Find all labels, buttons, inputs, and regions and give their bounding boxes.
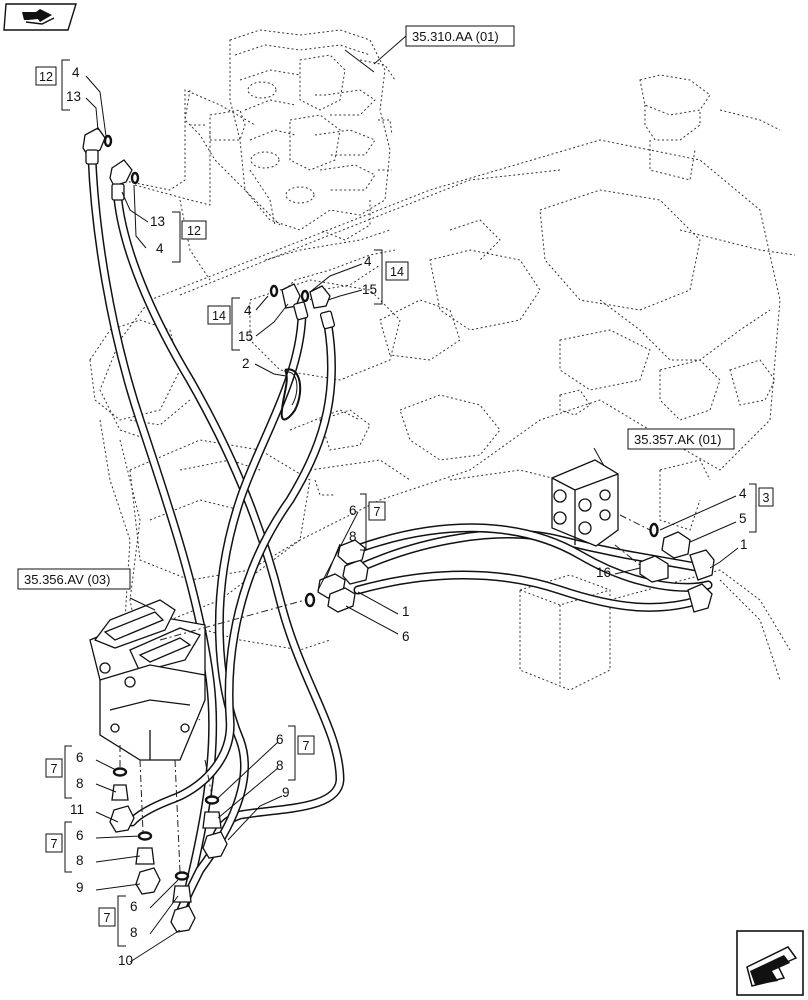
- group-label: 14: [390, 265, 404, 279]
- hose-strap: [280, 368, 302, 421]
- hose-assemblies: [87, 153, 713, 925]
- callout-2: 2: [242, 356, 250, 371]
- callout-numbers: 4 13 13 4 4 15 4 15 2 6 8 1 6 4 5 1 16 6…: [66, 65, 748, 968]
- callout-9: 9: [76, 880, 84, 895]
- callout-4: 4: [739, 486, 747, 501]
- manifold-reference[interactable]: 35.357.AK (01): [634, 432, 721, 447]
- fittings-top-left: [82, 127, 140, 201]
- callout-5: 5: [739, 511, 747, 526]
- callout-10: 10: [118, 953, 133, 968]
- fittings-group-14: [269, 283, 336, 330]
- group-label: 3: [763, 491, 770, 505]
- callout-8: 8: [76, 853, 84, 868]
- pilot-valve-reference[interactable]: 35.356.AV (03): [24, 572, 110, 587]
- group-brackets: 12 12 14 14 7 3 7 7 7 7: [35, 59, 774, 947]
- callout-6: 6: [402, 629, 410, 644]
- callout-6: 6: [130, 899, 138, 914]
- group-label: 14: [212, 309, 226, 323]
- control-valve-ghost: [190, 29, 396, 241]
- leader-lines: [85, 49, 739, 963]
- callout-1: 1: [740, 537, 748, 552]
- callout-9: 9: [282, 785, 290, 800]
- callout-13: 13: [66, 89, 81, 104]
- fittings-center: [304, 539, 369, 613]
- callout-8: 8: [130, 925, 138, 940]
- callout-6: 6: [76, 828, 84, 843]
- group-label: 7: [51, 762, 58, 776]
- callout-4: 4: [244, 303, 252, 318]
- group-label: 7: [303, 739, 310, 753]
- callout-15: 15: [362, 282, 377, 297]
- callout-4: 4: [156, 241, 164, 256]
- folder-arrow-icon[interactable]: [3, 3, 77, 31]
- group-label: 7: [51, 837, 58, 851]
- callout-16: 16: [596, 565, 611, 580]
- group-label: 12: [187, 224, 201, 238]
- callout-8: 8: [349, 529, 357, 544]
- callout-4: 4: [72, 65, 80, 80]
- group-label: 12: [39, 70, 53, 84]
- callout-6: 6: [76, 750, 84, 765]
- callout-1: 1: [402, 604, 410, 619]
- callout-11: 11: [70, 802, 84, 817]
- callout-15: 15: [238, 329, 253, 344]
- callout-6: 6: [349, 503, 357, 518]
- control-valve-reference[interactable]: 35.310.AA (01): [412, 29, 499, 44]
- callout-8: 8: [276, 758, 284, 773]
- fittings-lower-left: [109, 599, 306, 933]
- next-page-arrow-icon[interactable]: [736, 930, 804, 996]
- callout-8: 8: [76, 776, 84, 791]
- pilot-valve: [89, 599, 206, 761]
- manifold-block: [551, 459, 651, 566]
- callout-13: 13: [150, 214, 165, 229]
- group-label: 7: [104, 911, 111, 925]
- callout-4: 4: [364, 254, 372, 269]
- fittings-right: [639, 522, 715, 613]
- group-label: 7: [374, 505, 381, 519]
- callout-6: 6: [276, 732, 284, 747]
- reference-boxes: 35.310.AA (01) 35.357.AK (01) 35.356.AV …: [17, 25, 735, 590]
